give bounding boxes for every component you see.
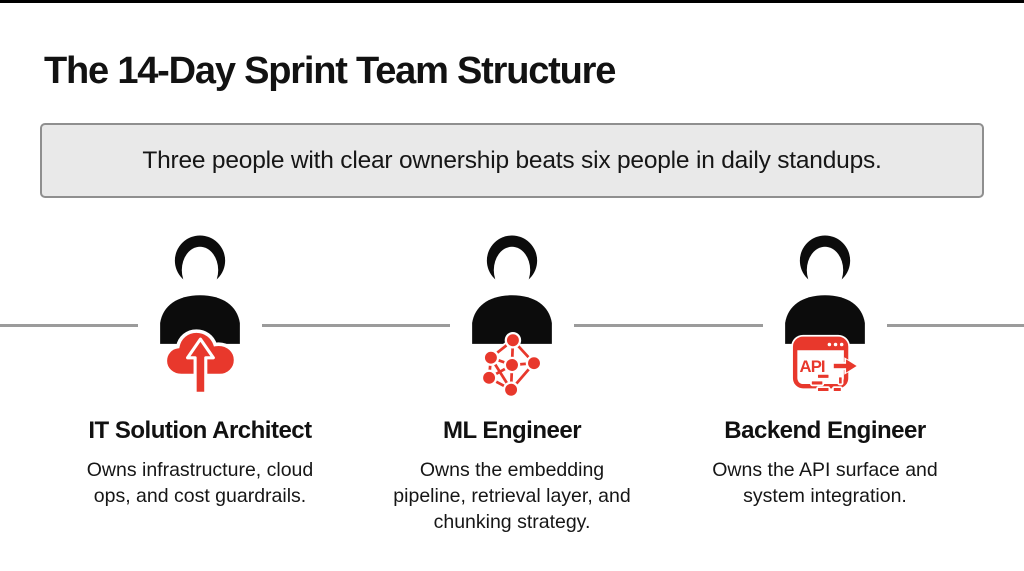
role-column-ml-engineer: ML Engineer Owns the embedding pipeline,… xyxy=(372,231,652,535)
top-letterbox-strip xyxy=(0,0,1024,3)
cloud-upload-icon xyxy=(160,322,240,403)
page-title: The 14-Day Sprint Team Structure xyxy=(44,50,616,92)
api-icon-label: API xyxy=(800,357,825,376)
person-silhouette-icon xyxy=(450,231,574,347)
api-window-icon: API xyxy=(789,334,861,403)
role-description: Owns the embedding pipeline, retrieval l… xyxy=(393,459,631,533)
role-title: ML Engineer xyxy=(442,417,582,444)
role-title: IT Solution Architect xyxy=(88,417,312,444)
role-column-it-solution-architect: IT Solution Architect Owns infrastructur… xyxy=(45,231,355,509)
role-description: Owns the API surface and system integrat… xyxy=(712,459,938,507)
icon-stack xyxy=(437,231,587,403)
network-graph-icon xyxy=(479,332,545,403)
icon-stack xyxy=(125,231,275,403)
role-description: Owns infrastructure, cloud ops, and cost… xyxy=(86,459,314,507)
role-title: Backend Engineer xyxy=(724,417,926,444)
callout-box: Three people with clear ownership beats … xyxy=(40,123,984,198)
person-silhouette-icon xyxy=(763,231,887,347)
icon-stack: API xyxy=(750,231,900,403)
role-column-backend-engineer: API Backend Engineer Owns the API surfac… xyxy=(685,231,965,509)
callout-text: Three people with clear ownership beats … xyxy=(142,146,882,174)
person-silhouette-icon xyxy=(138,231,262,347)
